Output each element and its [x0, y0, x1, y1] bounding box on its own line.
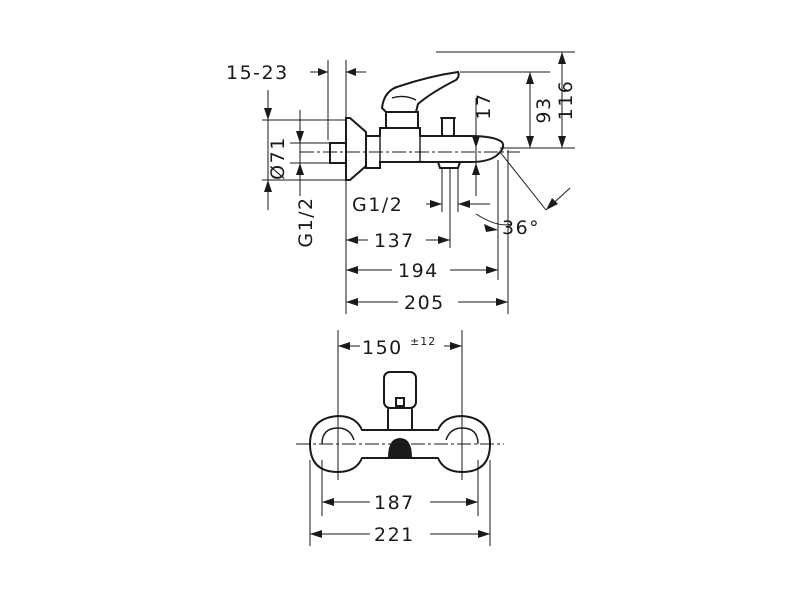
offset-label: 17	[473, 92, 495, 119]
angle-label: 36°	[502, 217, 540, 239]
centre-distance-label: 150	[362, 337, 403, 359]
front-outlet	[388, 438, 412, 458]
inlet-thread-label: G1/2	[295, 196, 317, 247]
wall-rosette	[345, 117, 367, 181]
diverter-knob	[441, 117, 455, 137]
length-a-label: 137	[374, 230, 415, 252]
spout-outlet	[436, 161, 462, 169]
lever-handle	[380, 70, 460, 113]
length-c-label: 205	[404, 292, 445, 314]
inner-width-label: 187	[374, 492, 415, 514]
mixer-body	[365, 127, 505, 169]
lever-column	[385, 111, 419, 129]
front-view: 150 ±12 187 221	[296, 330, 504, 546]
inlet-stub	[329, 142, 347, 164]
setback-label: 15-23	[226, 62, 289, 84]
centre-tolerance-label: ±12	[410, 335, 436, 348]
length-b-label: 194	[398, 260, 439, 282]
diameter-label: Ø71	[267, 136, 289, 180]
overall-width-label: 221	[374, 524, 415, 546]
side-view: 15-23 Ø71 G1/2 93 116 17	[226, 51, 577, 314]
height-mid-label: 93	[533, 96, 555, 123]
height-top-label: 116	[555, 80, 577, 121]
outlet-thread-label: G1/2	[352, 194, 403, 216]
